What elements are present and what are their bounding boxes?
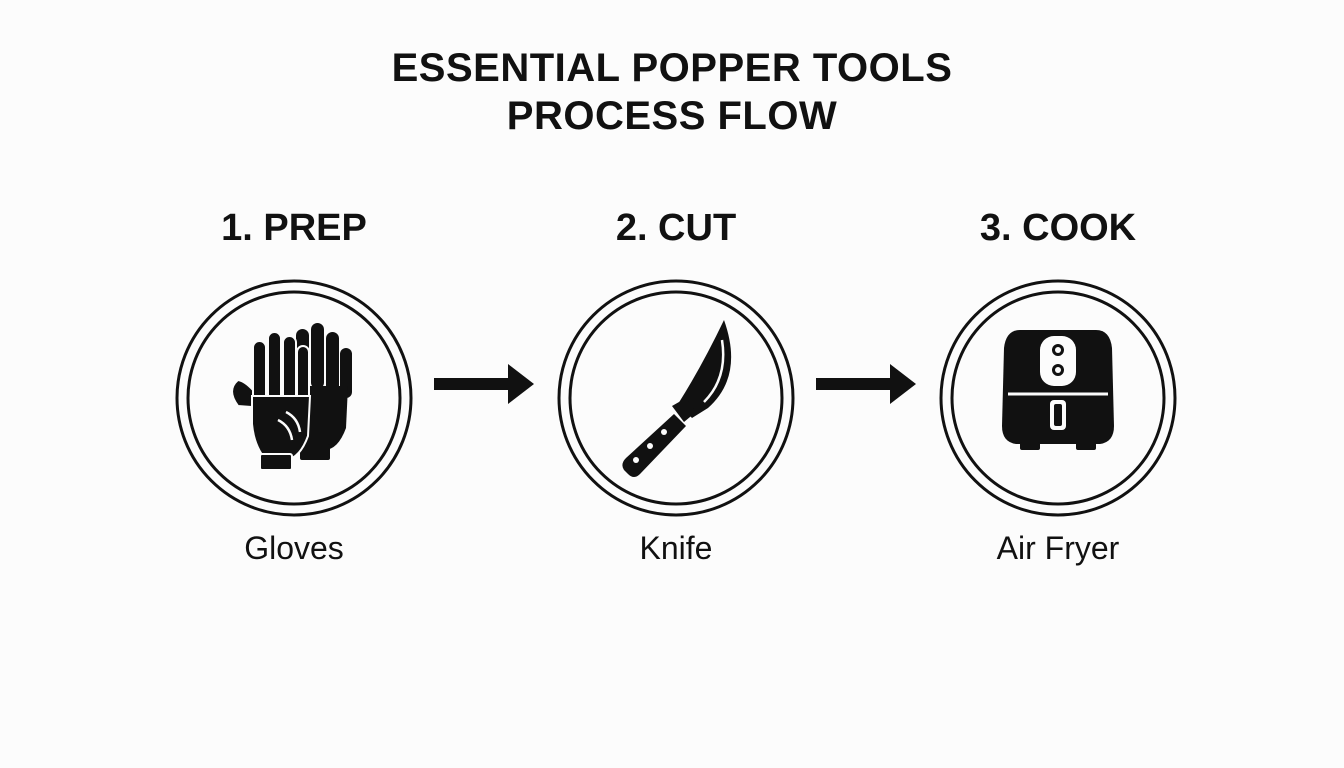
step-prep: 1. PREP [144, 206, 444, 566]
flow-arrow-2 [816, 364, 916, 404]
step-cut: 2. CUT Knife [526, 206, 826, 566]
step-label: 1. PREP [221, 207, 367, 249]
step-circle [557, 279, 795, 517]
title-line-2: PROCESS FLOW [506, 94, 838, 138]
diagram-title: ESSENTIAL POPPER TOOLS PROCESS FLOW [0, 44, 1344, 140]
step-label: 3. COOK [979, 207, 1137, 249]
step-circle [175, 279, 413, 517]
step-cook: 3. COOK Air Fryer [908, 206, 1208, 566]
knife-icon [622, 320, 732, 477]
tool-name: Air Fryer [996, 530, 1120, 566]
tool-name: Knife [639, 530, 713, 566]
flow-arrow-1 [434, 364, 534, 404]
step-label: 2. CUT [615, 207, 737, 249]
step-circle [939, 279, 1177, 517]
title-line-1: ESSENTIAL POPPER TOOLS [391, 46, 953, 90]
tool-name: Gloves [244, 530, 344, 566]
air-fryer-icon [1002, 330, 1114, 450]
gloves-icon [231, 323, 352, 471]
